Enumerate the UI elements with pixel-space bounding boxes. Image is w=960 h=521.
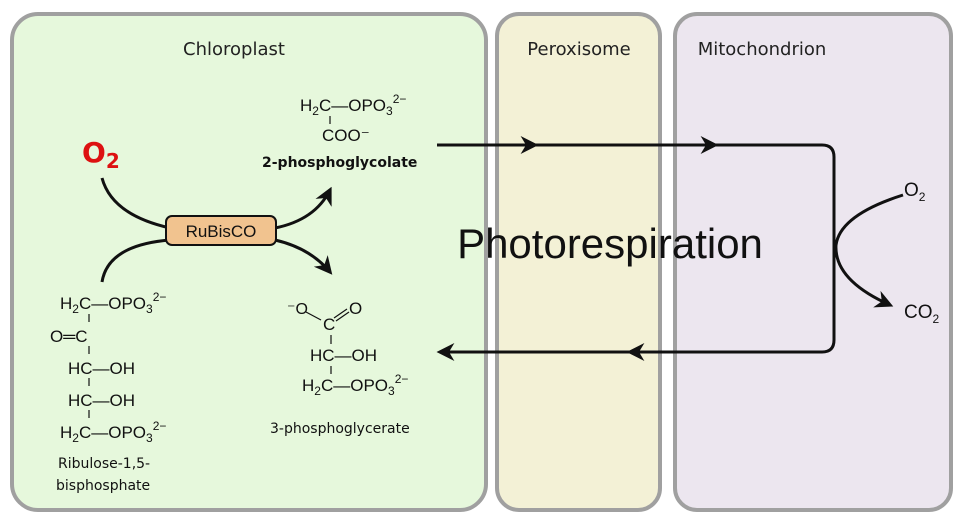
arrow-back-from-mitochondrion [626,143,836,361]
mitochondrion-compartment [673,12,953,512]
formula-subscript: 3 [146,431,153,445]
formula-atom: O [349,299,362,318]
rubisco-to-phosphoglycerate-arrow [274,238,333,275]
formula-line: COO⁻ [322,126,370,145]
formula-superscript: 2− [153,419,167,433]
formula-subscript: 2 [72,431,79,445]
formula-subscript: 2 [72,302,79,316]
formula-line: H2C—OPO32− [300,92,406,118]
formula-subscript: 3 [146,302,153,316]
formula-superscript: 2− [153,290,167,304]
formula-line: H2C—OPO32− [302,372,408,398]
formula-atom: C [323,315,335,334]
formula-text: H [60,294,72,313]
rubisco-to-phosphoglycolate-arrow [274,186,332,230]
chloroplast-compartment [10,12,488,512]
formula-subscript: 3 [386,104,393,118]
peroxisome-label: Peroxisome [527,39,630,60]
rubisco-label: RuBisCO [186,222,257,241]
formula-line: H2C—OPO32− [60,419,166,445]
formula-atom: ⁻O [287,301,308,318]
phosphoglycolate-name: 2-phosphoglycolate [262,155,417,171]
formula-text: C—OPO [79,294,146,313]
cycle-arrows [100,136,904,361]
rubisco-enzyme-box [165,215,277,246]
rubp-to-rubisco-arrow [100,238,171,283]
formula-line: O═C [50,327,88,346]
formula-superscript: 2− [395,372,409,386]
formula-line: H2C—OPO32− [60,290,166,316]
formula-text: C—OPO [321,376,388,395]
o2-to-rubisco-arrow [100,177,171,230]
formula-text: H [300,96,312,115]
phosphoglycolate-structure: H2C—OPO32− COO⁻ 2-phosphoglycolate [262,92,417,171]
mitochondrion-label: Mitochondrion [698,39,827,60]
mito-o2-label: O2 [904,180,926,204]
phosphoglycerate-structure: ⁻O O C HC—OH H2C—OPO32− 3-phosphoglycera… [270,299,410,437]
phosphoglycerate-name: 3-phosphoglycerate [270,421,410,437]
formula-subscript: 3 [388,384,395,398]
rubp-name: bisphosphate [56,478,150,494]
mito-co2-label: CO2 [904,302,940,326]
formula-superscript: 2− [393,92,407,106]
formula-subscript: 2 [314,384,321,398]
chloroplast-label: Chloroplast [183,39,285,60]
o2-input-label: O2 [82,136,120,173]
formula-text: H [302,376,314,395]
formula-line: HC—OH [310,346,377,365]
formula-text: H [60,423,72,442]
o2-co2-exchange-arrow [834,193,904,308]
formula-line: HC—OH [68,391,135,410]
rubp-name: Ribulose-1,5- [58,456,150,472]
formula-subscript: 2 [312,104,319,118]
formula-line: HC—OH [68,359,135,378]
formula-text: C—OPO [319,96,386,115]
formula-text: C—OPO [79,423,146,442]
rubp-structure: H2C—OPO32− O═C HC—OH HC—OH H2C—OPO32− Ri… [50,290,166,494]
diagram-title: Photorespiration [457,220,763,267]
